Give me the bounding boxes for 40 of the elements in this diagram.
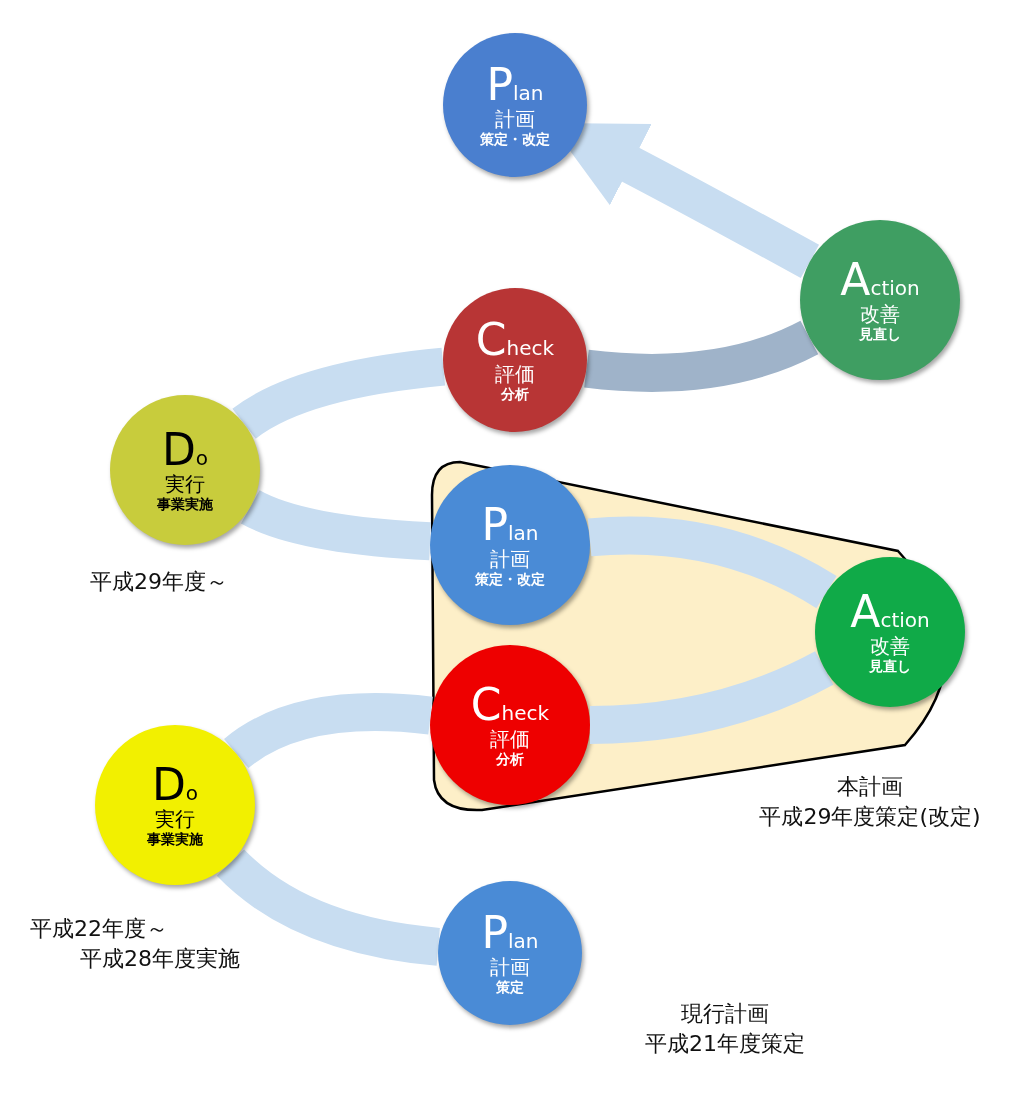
phase-title: Plan (486, 62, 544, 107)
phase-title: Check (475, 317, 555, 362)
phase-label: 実行 (165, 471, 205, 496)
phase-label: 評価 (495, 361, 535, 386)
phase-detail: 分析 (496, 750, 524, 768)
phase-title: Do (161, 427, 209, 472)
phase-title: Action (850, 589, 930, 634)
period-label: 現行計画 (680, 1000, 770, 1028)
phase-title: Check (470, 682, 550, 727)
phase-label: 計画 (490, 954, 530, 979)
phase-detail: 策定・改定 (475, 570, 545, 588)
phase-label: 計画 (495, 106, 535, 131)
period-label: 平成29年度～ (90, 568, 229, 596)
phase-title: Plan (481, 502, 539, 547)
phase-label: 実行 (155, 806, 195, 831)
phase-detail: 策定・改定 (480, 130, 550, 148)
phase-detail: 見直し (869, 657, 911, 675)
phase-detail: 分析 (501, 385, 529, 403)
phase-label: 改善 (870, 633, 910, 658)
period-label: 平成29年度策定(改定) (758, 803, 982, 831)
phase-title: Plan (481, 910, 539, 955)
spiral-band (241, 490, 432, 561)
spiral-band (588, 516, 837, 609)
spiral-band (584, 320, 818, 392)
spiral-band (217, 849, 441, 966)
phase-detail: 見直し (859, 325, 901, 343)
phase-label: 評価 (490, 726, 530, 751)
phase-detail: 策定 (496, 978, 524, 996)
period-label: 平成22年度～ (30, 915, 169, 943)
phase-title: Action (840, 257, 920, 302)
spiral-band (233, 347, 446, 440)
period-label: 平成28年度実施 (80, 945, 241, 973)
phase-label: 改善 (860, 301, 900, 326)
period-label: 平成21年度策定 (644, 1030, 806, 1058)
phase-detail: 事業実施 (147, 830, 203, 848)
spiral-band (589, 651, 833, 744)
phase-label: 計画 (490, 546, 530, 571)
phase-detail: 事業実施 (157, 495, 213, 513)
period-label: 本計画 (836, 773, 904, 801)
phase-title: Do (151, 762, 199, 807)
